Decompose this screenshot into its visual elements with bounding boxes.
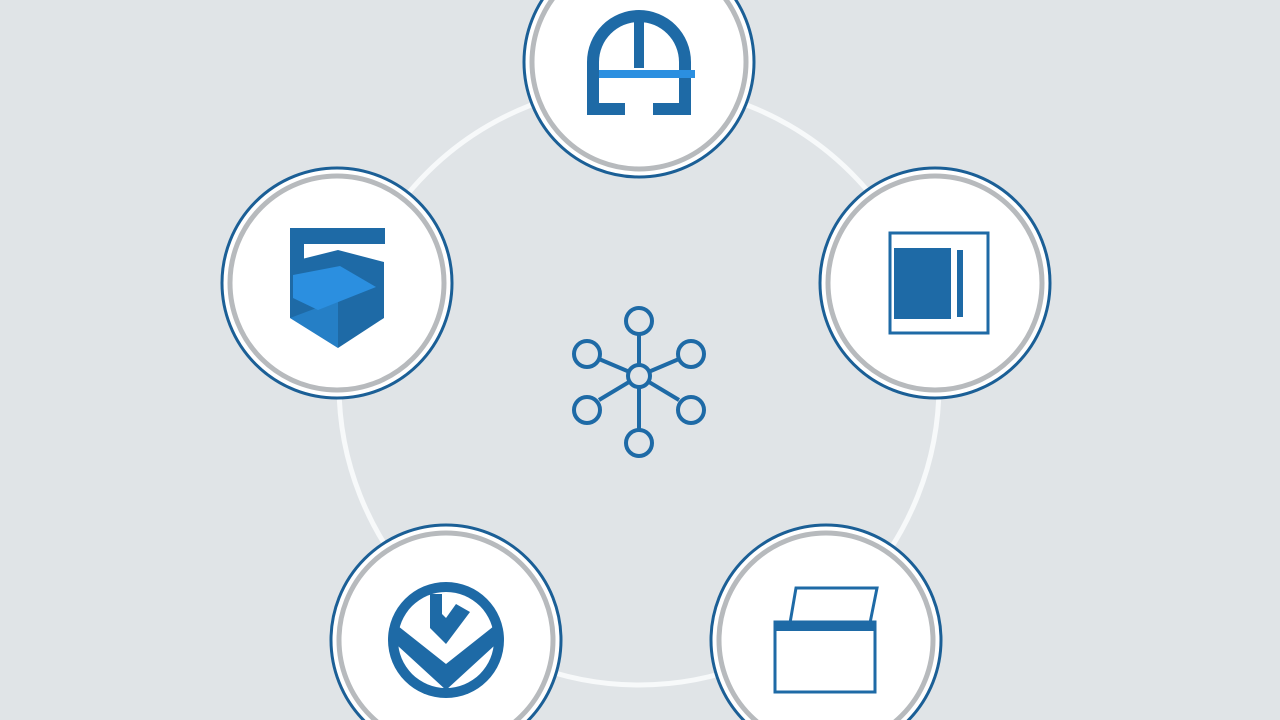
network-hub-icon: [572, 306, 706, 458]
node-top[interactable]: [522, 0, 756, 179]
arch-gateway-icon: [587, 10, 695, 115]
node-lower-left[interactable]: [329, 523, 563, 720]
shield-chevron-badge-icon: [388, 582, 504, 698]
node-lower-right[interactable]: [709, 523, 943, 720]
node-upper-right[interactable]: [818, 166, 1052, 400]
node-upper-left[interactable]: [220, 166, 454, 400]
panel-document-icon: [888, 231, 990, 335]
hexagon-cube-logo-icon: [290, 228, 385, 348]
open-folder-icon: [773, 586, 879, 694]
